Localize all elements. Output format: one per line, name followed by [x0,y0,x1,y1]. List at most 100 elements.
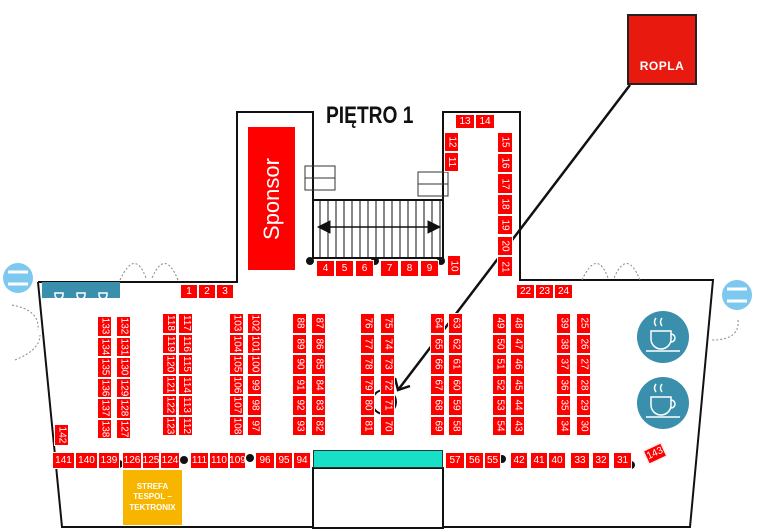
booth-57[interactable]: 57 [445,452,465,469]
booth-115[interactable]: 115 [178,354,193,375]
booth-66[interactable]: 66 [430,354,445,375]
booth-10[interactable]: 10 [447,255,461,276]
booth-1[interactable]: 1 [180,284,198,299]
booth-74[interactable]: 74 [380,333,395,354]
booth-73[interactable]: 73 [380,354,395,375]
booth-60[interactable]: 60 [448,374,463,395]
strefa-tespol-tektronix[interactable]: STREFA TESPOL – TEKTRONIX [123,470,182,525]
booth-35[interactable]: 35 [556,395,571,416]
booth-85[interactable]: 85 [311,354,326,375]
booth-108[interactable]: 108 [229,415,244,436]
booth-130[interactable]: 130 [116,357,131,378]
ropla-logo[interactable]: ROPLA [627,14,697,85]
booth-110[interactable]: 110 [209,452,229,469]
booth-99[interactable]: 99 [247,374,262,395]
booth-65[interactable]: 65 [430,333,445,354]
booth-61[interactable]: 61 [448,354,463,375]
booth-114[interactable]: 114 [178,374,193,395]
booth-125[interactable]: 125 [142,452,160,469]
booth-36[interactable]: 36 [556,374,571,395]
booth-138[interactable]: 138 [97,418,112,439]
booth-126[interactable]: 126 [122,452,142,469]
booth-52[interactable]: 52 [492,374,507,395]
booth-22[interactable]: 22 [516,284,535,299]
booth-71[interactable]: 71 [380,395,395,416]
booth-4[interactable]: 4 [316,260,335,277]
booth-104[interactable]: 104 [229,333,244,354]
booth-134[interactable]: 134 [97,336,112,357]
booth-80[interactable]: 80 [360,395,375,416]
booth-17[interactable]: 17 [497,173,513,195]
booth-16[interactable]: 16 [497,152,513,174]
booth-72[interactable]: 72 [380,374,395,395]
booth-129[interactable]: 129 [116,377,131,398]
booth-86[interactable]: 86 [311,333,326,354]
booth-84[interactable]: 84 [311,374,326,395]
booth-137[interactable]: 137 [97,398,112,419]
booth-82[interactable]: 82 [311,415,326,436]
booth-102[interactable]: 102 [247,313,262,334]
booth-96[interactable]: 96 [255,452,275,469]
booth-42[interactable]: 42 [510,452,528,469]
booth-14[interactable]: 14 [475,114,495,129]
booth-76[interactable]: 76 [360,313,375,334]
booth-62[interactable]: 62 [448,333,463,354]
booth-34[interactable]: 34 [556,415,571,436]
booth-13[interactable]: 13 [455,114,475,129]
booth-91[interactable]: 91 [292,374,307,395]
booth-97[interactable]: 97 [247,415,262,436]
booth-31[interactable]: 31 [613,452,632,469]
booth-27[interactable]: 27 [576,354,591,375]
booth-133[interactable]: 133 [97,316,112,337]
booth-81[interactable]: 81 [360,415,375,436]
booth-7[interactable]: 7 [380,260,399,277]
booth-20[interactable]: 20 [497,235,513,257]
booth-94[interactable]: 94 [293,452,311,469]
booth-121[interactable]: 121 [162,374,177,395]
booth-56[interactable]: 56 [465,452,484,469]
booth-122[interactable]: 122 [162,395,177,416]
booth-92[interactable]: 92 [292,395,307,416]
booth-113[interactable]: 113 [178,395,193,416]
booth-24[interactable]: 24 [554,284,573,299]
booth-111[interactable]: 111 [190,452,209,469]
booth-83[interactable]: 83 [311,395,326,416]
booth-37[interactable]: 37 [556,354,571,375]
booth-64[interactable]: 64 [430,313,445,334]
booth-123[interactable]: 123 [162,415,177,436]
booth-33[interactable]: 33 [570,452,590,469]
booth-30[interactable]: 30 [576,415,591,436]
booth-88[interactable]: 88 [292,313,307,334]
booth-32[interactable]: 32 [592,452,610,469]
booth-5[interactable]: 5 [335,260,354,277]
booth-78[interactable]: 78 [360,354,375,375]
booth-79[interactable]: 79 [360,374,375,395]
booth-28[interactable]: 28 [576,374,591,395]
booth-139[interactable]: 139 [98,452,120,469]
booth-105[interactable]: 105 [229,354,244,375]
booth-15[interactable]: 15 [497,132,513,153]
booth-43[interactable]: 43 [510,415,525,436]
booth-29[interactable]: 29 [576,395,591,416]
booth-112[interactable]: 112 [178,415,193,436]
booth-135[interactable]: 135 [97,357,112,378]
booth-2[interactable]: 2 [198,284,216,299]
booth-89[interactable]: 89 [292,333,307,354]
booth-40[interactable]: 40 [548,452,566,469]
booth-51[interactable]: 51 [492,354,507,375]
sponsor-area[interactable]: Sponsor [248,127,295,270]
booth-49[interactable]: 49 [492,313,507,334]
booth-109[interactable]: 109 [229,452,246,469]
booth-128[interactable]: 128 [116,398,131,419]
booth-98[interactable]: 98 [247,395,262,416]
booth-23[interactable]: 23 [535,284,554,299]
booth-141[interactable]: 141 [52,452,75,469]
booth-101[interactable]: 101 [247,333,262,354]
booth-48[interactable]: 48 [510,313,525,334]
booth-39[interactable]: 39 [556,313,571,334]
booth-44[interactable]: 44 [510,395,525,416]
booth-100[interactable]: 100 [247,354,262,375]
booth-77[interactable]: 77 [360,333,375,354]
booth-95[interactable]: 95 [275,452,293,469]
booth-54[interactable]: 54 [492,415,507,436]
